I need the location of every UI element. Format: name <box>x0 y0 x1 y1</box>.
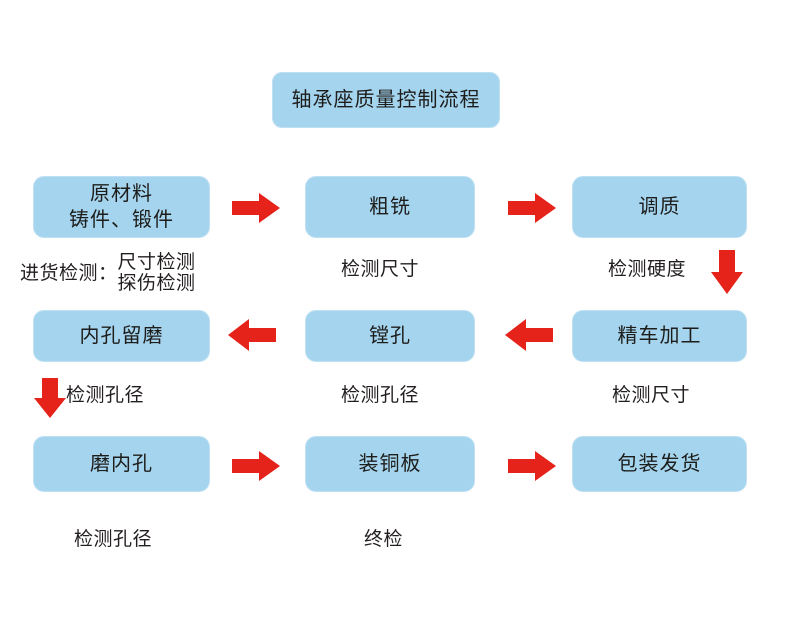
arrow-right-icon <box>508 192 556 224</box>
arrow-right-icon <box>508 450 556 482</box>
arrow-right-icon <box>232 450 280 482</box>
caption-check-hardness: 检测硬度 <box>608 258 687 280</box>
caption-check-dimension: 检测尺寸 <box>612 384 691 406</box>
process-box-label: 粗铣 <box>369 194 411 219</box>
flowchart-title-box: 轴承座质量控制流程 <box>272 72 500 128</box>
process-box-packaging-shipment[interactable]: 包装发货 <box>572 436 747 492</box>
caption-check-bore-diameter: 检测孔径 <box>341 384 420 406</box>
caption-incoming-inspection: 进货检测： 尺寸检测 探伤检测 <box>20 251 196 295</box>
arrow-left-icon <box>228 318 276 352</box>
process-box-label: 包装发货 <box>617 451 702 476</box>
process-box-label: 调质 <box>638 194 681 219</box>
caption-check-bore-diameter: 检测孔径 <box>66 384 145 406</box>
caption-check-dimension: 检测尺寸 <box>341 258 420 280</box>
process-box-label: 原材料 铸件、锻件 <box>69 181 174 231</box>
flowchart-title-label: 轴承座质量控制流程 <box>291 87 481 112</box>
arrow-left-icon <box>505 318 553 352</box>
process-box-label: 装铜板 <box>358 451 422 476</box>
caption-final-inspection: 终检 <box>364 528 404 550</box>
process-box-install-copper-plate[interactable]: 装铜板 <box>305 436 475 492</box>
process-box-raw-material[interactable]: 原材料 铸件、锻件 <box>33 176 210 238</box>
process-box-label: 磨内孔 <box>90 451 153 476</box>
process-box-grind-bore[interactable]: 磨内孔 <box>33 436 210 492</box>
arrow-down-icon <box>33 378 67 418</box>
process-box-rough-milling[interactable]: 粗铣 <box>305 176 475 238</box>
arrow-down-icon <box>710 250 744 294</box>
process-box-bore-reserve-grind[interactable]: 内孔留磨 <box>33 310 210 362</box>
process-box-finish-turning[interactable]: 精车加工 <box>572 310 747 362</box>
arrow-right-icon <box>232 192 280 224</box>
process-box-label: 内孔留磨 <box>79 323 164 348</box>
process-box-boring[interactable]: 镗孔 <box>305 310 475 362</box>
caption-incoming-lead: 进货检测： <box>20 261 118 284</box>
caption-check-bore-diameter: 检测孔径 <box>74 528 153 550</box>
process-box-label: 镗孔 <box>369 323 411 348</box>
process-box-quench-temper[interactable]: 调质 <box>572 176 747 238</box>
caption-incoming-items: 尺寸检测 探伤检测 <box>117 251 196 295</box>
process-box-label: 精车加工 <box>617 323 702 348</box>
